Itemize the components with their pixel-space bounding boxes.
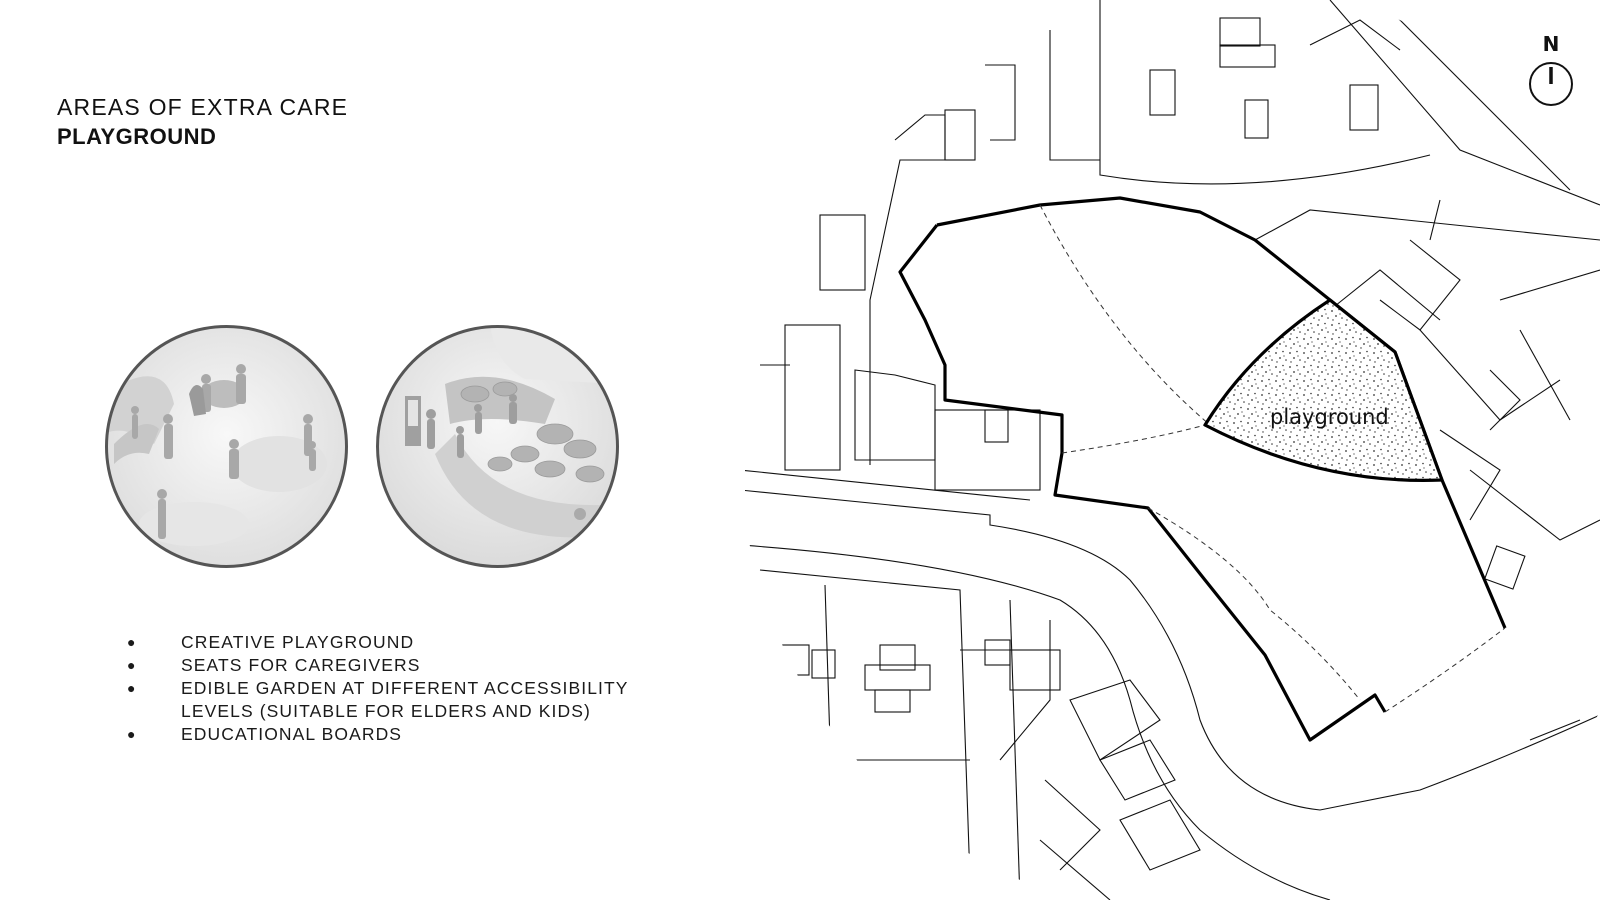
north-label: N [1542,32,1560,56]
playground-render-garden [376,325,619,568]
page-title: PLAYGROUND [57,124,217,149]
playground-render-seating [105,325,348,568]
north-arrow-icon [1529,62,1573,106]
feature-list: CREATIVE PLAYGROUND SEATS FOR CAREGIVERS… [127,631,629,746]
site-plan [745,0,1600,900]
header: AREAS OF EXTRA CARE PLAYGROUND [57,92,348,152]
feature-item: EDIBLE GARDEN AT DIFFERENT ACCESSIBILITY… [127,677,629,723]
feature-item: CREATIVE PLAYGROUND [127,631,629,654]
playground-zone-label: playground [1270,405,1389,429]
feature-item: EDUCATIONAL BOARDS [127,723,629,746]
page-subtitle: AREAS OF EXTRA CARE [57,94,349,120]
playground-zone [1203,298,1444,482]
feature-item: SEATS FOR CAREGIVERS [127,654,629,677]
